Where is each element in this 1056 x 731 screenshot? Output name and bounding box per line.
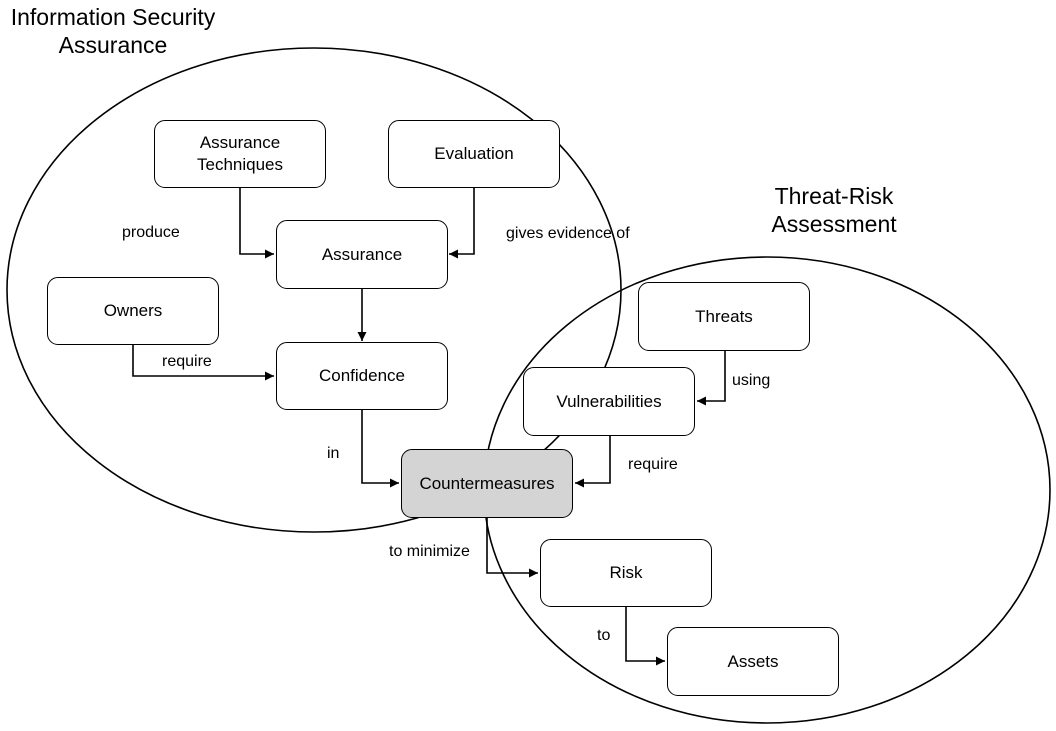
- edge-label-to: to: [597, 627, 611, 644]
- info-security-title-line2: Assurance: [58, 32, 168, 58]
- node-evaluation: Evaluation: [388, 120, 560, 188]
- node-threats: Threats: [638, 282, 810, 351]
- edge-label-gives-evidence-of: gives evidence of: [506, 225, 630, 242]
- edge-label-require-vulnerabilities: require: [628, 456, 678, 473]
- edge-label-using: using: [732, 372, 771, 389]
- arrow-owners-to-confidence: [132, 345, 274, 381]
- node-vulnerabilities-label: Vulnerabilities: [556, 391, 662, 411]
- node-confidence-label: Confidence: [318, 366, 405, 385]
- edge-label-require-owners: require: [162, 353, 212, 370]
- node-owners-label: Owners: [103, 301, 163, 320]
- arrow-threats-to-vulnerabilities: [697, 351, 726, 406]
- edge-label-to-minimize: to minimize: [389, 543, 470, 560]
- node-assurance-techniques: Assurance Techniques: [154, 120, 326, 188]
- node-risk-label: Risk: [609, 563, 643, 582]
- threat-risk-title-line1: Threat-Risk: [774, 183, 894, 209]
- threat-risk-title: Threat-Risk Assessment: [754, 182, 914, 238]
- node-evaluation-label: Evaluation: [434, 144, 514, 163]
- node-countermeasures: Countermeasures: [401, 449, 573, 518]
- node-assets-label: Assets: [727, 651, 779, 671]
- node-risk: Risk: [540, 539, 712, 607]
- node-assurance-label: Assurance: [321, 244, 403, 264]
- node-vulnerabilities: Vulnerabilities: [523, 367, 695, 436]
- node-threats-label: Threats: [695, 306, 753, 326]
- node-assurance: Assurance: [276, 220, 448, 289]
- arrow-vulnerabilities-to-countermeasures: [575, 436, 611, 488]
- arrow-risk-to-assets: [625, 606, 665, 666]
- node-assurance-techniques-label: Assurance Techniques: [196, 133, 283, 174]
- arrow-confidence-to-countermeasures: [361, 410, 399, 488]
- arrow-evaluation-to-assurance: [449, 188, 475, 259]
- node-confidence: Confidence: [276, 342, 448, 410]
- node-countermeasures-label: Countermeasures: [419, 473, 555, 493]
- node-owners: Owners: [47, 277, 219, 345]
- edge-label-produce: produce: [122, 224, 180, 241]
- threat-risk-title-line2: Assessment: [771, 211, 897, 237]
- arrow-techniques-to-assurance: [239, 188, 274, 259]
- edge-label-in: in: [327, 445, 340, 462]
- info-security-title-line1: Information Security: [10, 4, 216, 30]
- node-assets: Assets: [667, 627, 839, 696]
- arrow-countermeasures-to-risk: [486, 518, 538, 578]
- info-security-title: Information Security Assurance: [0, 3, 226, 59]
